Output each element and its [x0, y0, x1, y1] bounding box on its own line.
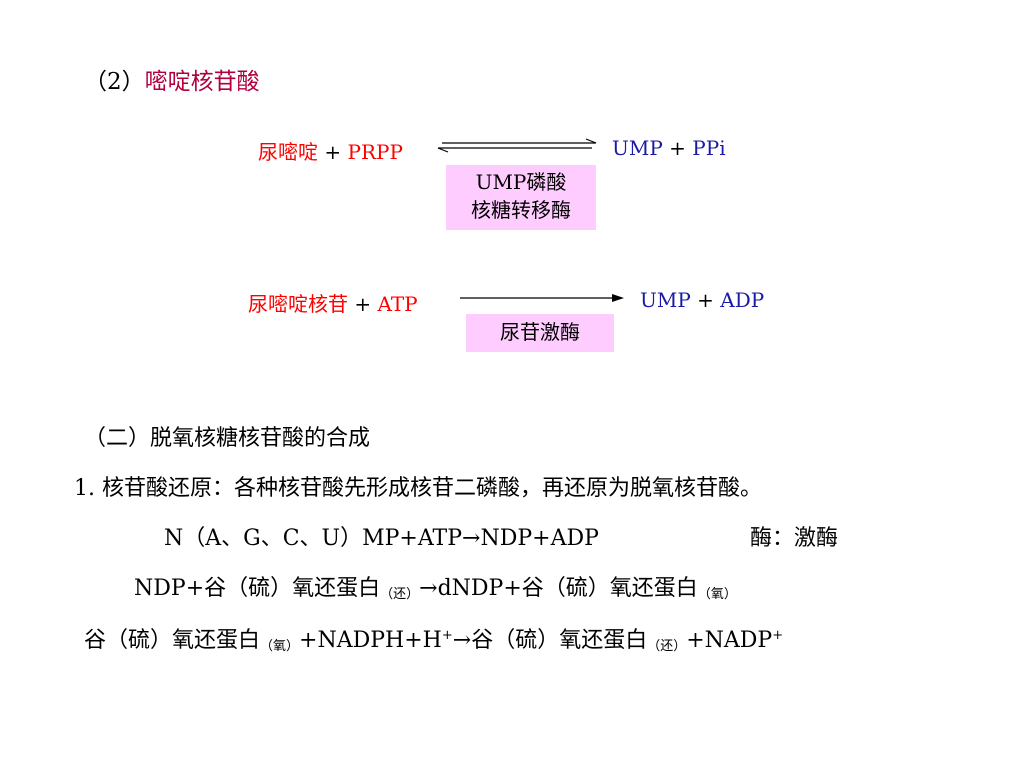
eq3-part2: +NADPH+H [299, 628, 442, 653]
eq3-part3: →谷（硫）氧还蛋白 [452, 628, 648, 653]
eq2-sub2: （氧） [697, 587, 737, 602]
reaction2-substrate: 尿嘧啶核苷 [248, 292, 348, 316]
eq3-part4: +NADP [686, 628, 773, 653]
eq2-part1: NDP+谷（硫）氧还蛋白 [134, 576, 381, 601]
subheading: （二）脱氧核糖核苷酸的合成 [84, 426, 371, 451]
point-1: 1. 核苷酸还原：各种核苷酸先形成核苷二磷酸，再还原为脱氧核苷酸。 [74, 476, 762, 501]
reaction2-byproduct: ADP [720, 288, 765, 312]
reaction2-plus1: + [348, 292, 378, 316]
eq3-sub2: （还） [647, 639, 687, 654]
reaction1-left: 尿嘧啶 + PRPP [258, 136, 403, 165]
eq3-sup1: + [441, 628, 453, 643]
enzyme-box-1: UMP磷酸 核糖转移酶 [446, 165, 596, 230]
equation-3: 谷（硫）氧还蛋白（氧）+NADPH+H+→谷（硫）氧还蛋白（还）+NADP+ [84, 622, 783, 654]
reaction1-plus1: + [318, 140, 348, 164]
reaction2-plus2: + [690, 288, 721, 312]
eq3-sup2: + [772, 628, 784, 643]
reversible-arrow-icon [437, 138, 597, 153]
reaction1-product: UMP [612, 136, 663, 160]
reaction2-left: 尿嘧啶核苷 + ATP [248, 288, 418, 317]
reaction1-byproduct: PPi [692, 136, 726, 160]
enzyme1-line2: 核糖转移酶 [471, 198, 571, 222]
equation-1-enzyme: 酶：激酶 [750, 526, 839, 551]
eq2-part2: →dNDP+谷（硫）氧还蛋白 [419, 576, 698, 601]
reaction2-product: UMP [640, 288, 691, 312]
eq2-sub1: （还） [380, 587, 420, 602]
reaction2-cosubstrate: ATP [377, 292, 418, 316]
enzyme2-label: 尿苷激酶 [500, 320, 580, 344]
heading-prefix: （2） [84, 69, 145, 95]
reaction2-right: UMP + ADP [640, 288, 764, 312]
enzyme1-line1: UMP磷酸 [475, 170, 567, 194]
eq3-part1: 谷（硫）氧还蛋白 [84, 628, 261, 653]
reaction1-plus2: + [662, 136, 693, 160]
reaction1-cosubstrate: PRPP [347, 140, 403, 164]
enzyme-box-2: 尿苷激酶 [466, 314, 614, 352]
reaction1-right: UMP + PPi [612, 136, 726, 160]
heading-title: 嘧啶核苷酸 [144, 69, 260, 95]
equation-1: N（A、G、C、U）MP+ATP→NDP+ADP [164, 526, 599, 551]
section-heading: （2）嘧啶核苷酸 [84, 62, 260, 96]
equation-2: NDP+谷（硫）氧还蛋白（还）→dNDP+谷（硫）氧还蛋白（氧） [134, 570, 737, 602]
reaction1-substrate: 尿嘧啶 [258, 140, 318, 164]
forward-arrow-icon [460, 294, 624, 302]
eq3-sub1: （氧） [260, 639, 300, 654]
